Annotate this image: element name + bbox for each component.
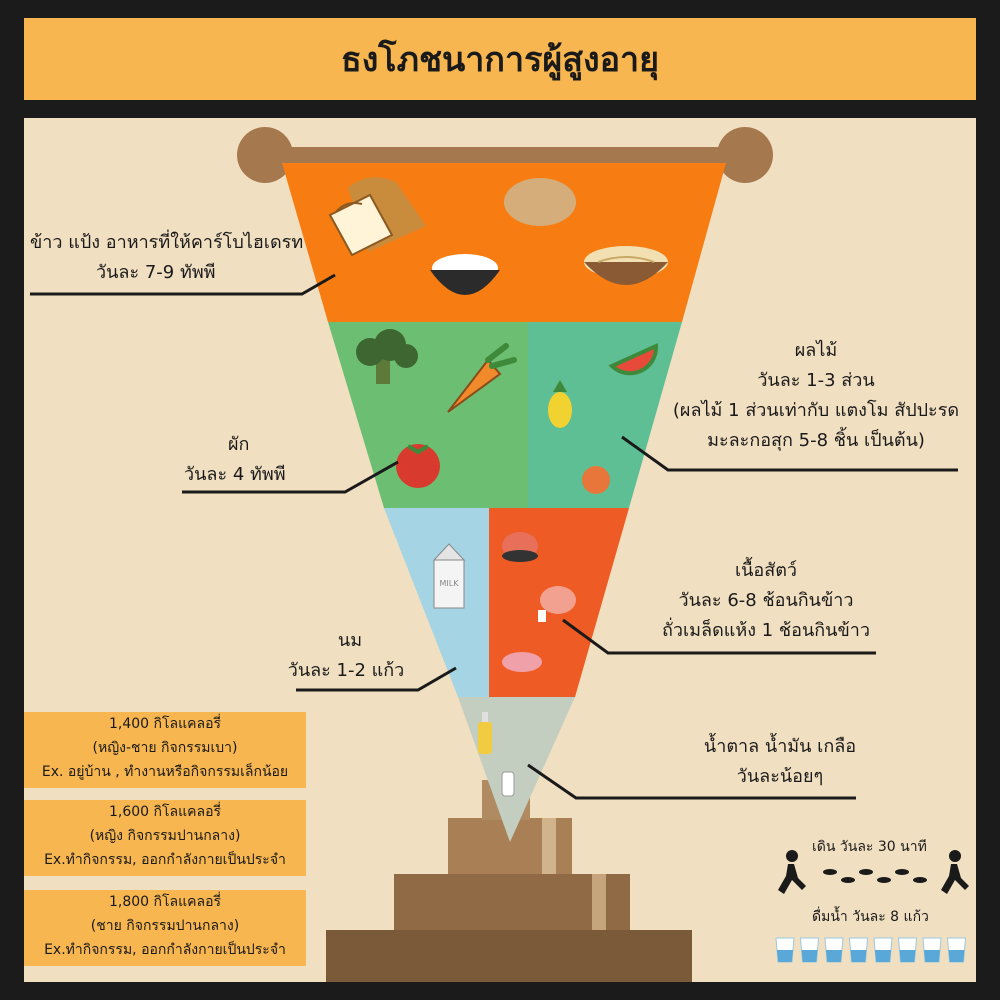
fruits-note-2: มะละกอสุก 5-8 ชิ้น เป็นต้น) [707, 430, 925, 451]
calorie-example: Ex. อยู่บ้าน , ทำงานหรือกิจกรรมเล็กน้อย [41, 764, 289, 780]
page-title: ธงโภชนาการผู้สูงอายุ [340, 40, 660, 80]
calorie-example: Ex.ทำกิจกรรม, ออกกำลังกายเป็นประจำ [44, 852, 286, 868]
fruits-leader-line [621, 435, 958, 472]
footprints-icon [823, 869, 927, 883]
fruits-name: ผลไม้ [794, 340, 838, 361]
oil-bottle-icon [478, 712, 492, 754]
milk-leader-line [296, 666, 457, 692]
chicken-leg-icon [538, 586, 576, 622]
calorie-kcal: 1,800 กิโลแคลอรี่ [109, 894, 221, 910]
noodle-bowl-icon [584, 246, 668, 285]
fruits-amount: วันละ 1-3 ส่วน [757, 370, 875, 391]
salmon-icon [502, 532, 538, 562]
milk-name: นม [337, 630, 363, 651]
water-text: ดื่มน้ำ วันละ 8 แก้ว [812, 909, 929, 925]
bread-icon [328, 177, 426, 257]
sugar-amount: วันละน้อยๆ [736, 766, 824, 787]
calorie-who: (หญิง กิจกรรมปานกลาง) [89, 828, 241, 844]
sugar-name: น้ำตาล น้ำมัน เกลือ [703, 736, 857, 757]
tomato-icon [396, 444, 440, 488]
potato-icon [504, 178, 576, 226]
pineapple-icon [548, 380, 572, 428]
raw-meat-icon [502, 652, 542, 672]
meat-label: เนื้อสัตว์ วันละ 6-8 ช้อนกินข้าว ถั่วเมล… [626, 556, 906, 646]
apple-icon [582, 466, 610, 494]
leader-lines [30, 273, 958, 800]
grains-amount: วันละ 7-9 ทัพพี [96, 262, 216, 283]
grains-leader-line [30, 273, 336, 296]
title-bar: ธงโภชนาการผู้สูงอายุ [24, 18, 976, 100]
rice-bowl-icon [430, 254, 500, 295]
calorie-example: Ex.ทำกิจกรรม, ออกกำลังกายเป็นประจำ [44, 942, 286, 958]
calorie-kcal: 1,600 กิโลแคลอรี่ [109, 804, 221, 820]
salt-shaker-icon [501, 771, 515, 797]
calorie-box-1800: 1,800 กิโลแคลอรี่ (ชาย กิจกรรมปานกลาง) E… [24, 890, 306, 966]
water-glass-icon [799, 937, 820, 963]
meat-name: เนื้อสัตว์ [734, 560, 798, 581]
fruits-note-1: (ผลไม้ 1 ส่วนเท่ากับ แตงโม สัปปะรด [672, 400, 960, 421]
pedestal-middle-stripe [592, 874, 606, 930]
milk-carton-label: MILK [440, 579, 460, 588]
meat-note: ถั่วเมล็ดแห้ง 1 ช้อนกินข้าว [662, 620, 870, 641]
carrot-icon [447, 343, 517, 413]
water-glass-icon [775, 937, 795, 963]
milk-carton-icon: MILK [432, 543, 466, 609]
walking-person-right-icon [941, 850, 969, 894]
sugar-leader-line [527, 763, 856, 800]
milk-amount: วันละ 1-2 แก้ว [287, 660, 405, 681]
watermelon-icon [608, 342, 659, 376]
walking-person-left-icon [778, 850, 806, 894]
water-glass-icon [946, 937, 967, 963]
vegetables-leader-line [182, 460, 399, 494]
milk-label: นม วันละ 1-2 แก้ว [266, 626, 426, 686]
pedestal-middle-step [394, 874, 630, 930]
sugar-label: น้ำตาล น้ำมัน เกลือ วันละน้อยๆ [660, 732, 900, 792]
calorie-box-1600: 1,600 กิโลแคลอรี่ (หญิง กิจกรรมปานกลาง) … [24, 800, 306, 876]
water-glass-icon [922, 937, 942, 963]
pedestal-bottom-step [326, 930, 692, 982]
meat-amount: วันละ 6-8 ช้อนกินข้าว [678, 590, 854, 611]
pole-bar [262, 147, 750, 163]
pole-right-knob [717, 127, 773, 183]
grains-name: ข้าว แป้ง อาหารที่ให้คาร์โบไฮเดรท [30, 232, 304, 253]
vegetables-amount: วันละ 4 ทัพพี [184, 464, 286, 485]
vegetables-label: ผัก วันละ 4 ทัพพี [176, 430, 316, 490]
walk-text: เดิน วันละ 30 นาที [812, 839, 927, 855]
water-glass-icon [848, 937, 869, 963]
water-glasses [775, 937, 967, 963]
broccoli-icon [356, 329, 418, 384]
calorie-who: (ชาย กิจกรรมปานกลาง) [90, 918, 240, 934]
meat-leader-line [562, 618, 876, 655]
pole-left-knob [237, 127, 293, 183]
water-glass-icon [824, 937, 844, 963]
calorie-box-1400: 1,400 กิโลแคลอรี่ (หญิง-ชาย กิจกรรมเบา) … [24, 712, 306, 788]
water-glass-icon [873, 937, 893, 963]
calorie-who: (หญิง-ชาย กิจกรรมเบา) [92, 740, 238, 756]
pedestal-top-stripe [542, 818, 556, 874]
calorie-kcal: 1,400 กิโลแคลอรี่ [109, 716, 221, 732]
fruits-label: ผลไม้ วันละ 1-3 ส่วน (ผลไม้ 1 ส่วนเท่ากั… [646, 336, 986, 456]
flag-pole [237, 127, 773, 183]
water-glass-icon [897, 937, 918, 963]
grains-label: ข้าว แป้ง อาหารที่ให้คาร์โบไฮเดรท วันละ … [30, 228, 303, 288]
vegetables-name: ผัก [228, 434, 250, 455]
